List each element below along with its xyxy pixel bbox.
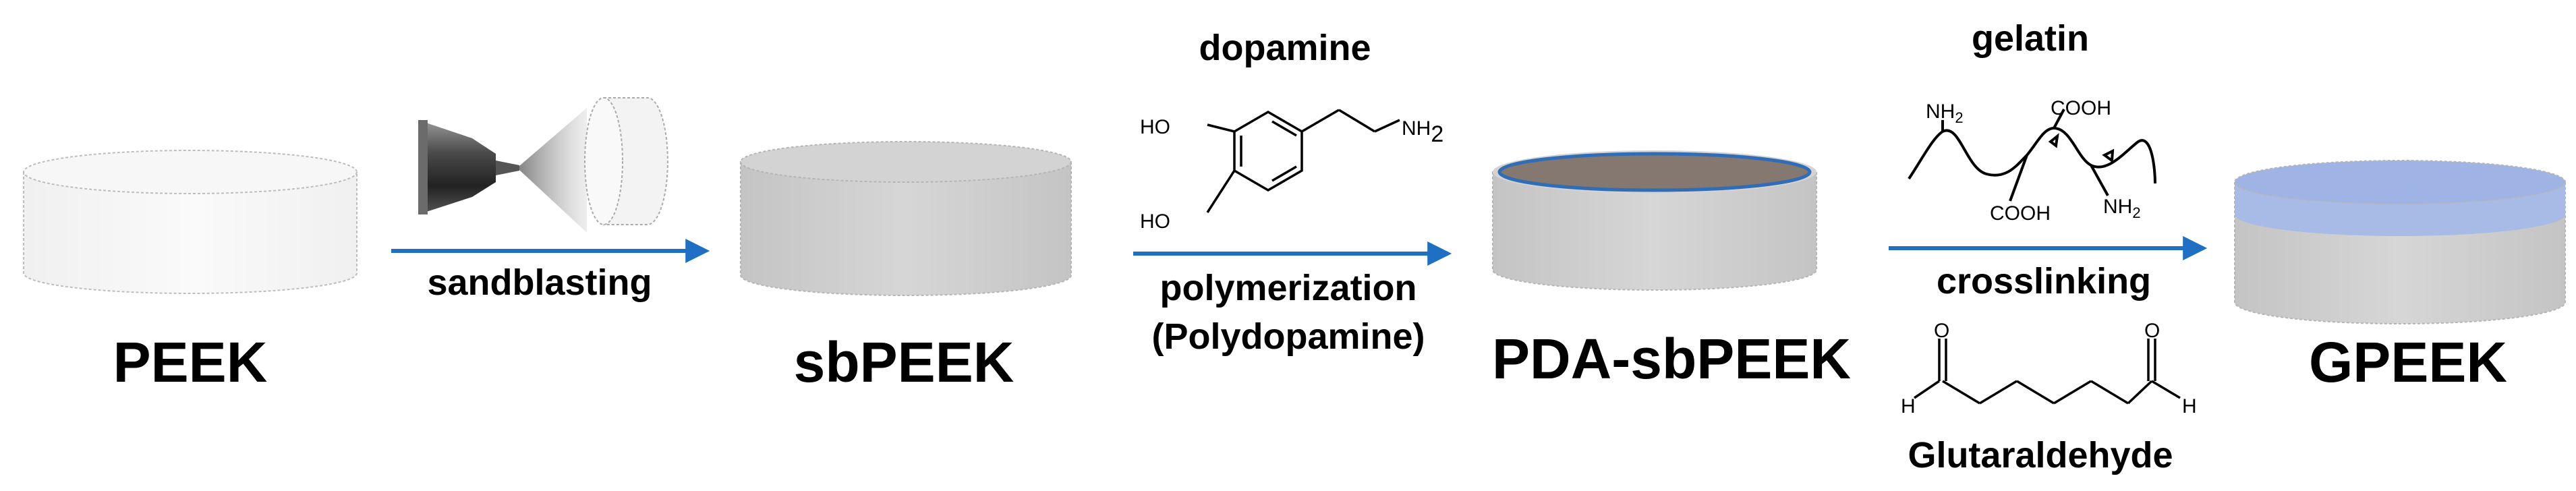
label-gelatin: gelatin [1971,18,2090,59]
gelatin-cooh-top: COOH [2051,97,2111,119]
label-pda-sbpeek: PDA-sbPEEK [1491,327,1852,391]
dopamine-nh2: NH2 [1402,117,1443,147]
label-dopamine: dopamine [1199,28,1371,68]
label-gpeek: GPEEK [2308,330,2508,394]
dopamine-nh: NH [1402,117,1431,140]
glutaraldehyde-o-right: O [2144,320,2160,342]
gelatin-nh-top-sub: 2 [1955,109,1963,126]
gelatin-nh-bottom-sub: 2 [2132,204,2140,221]
gelatin-nh2-top: NH2 [1926,100,1964,126]
pda-sbpeek-disc [1492,150,1817,291]
label-peek: PEEK [113,330,268,394]
dopamine-structure [1206,109,1400,213]
sbpeek-disc [740,141,1072,296]
dopamine-ho-top: HO [1140,116,1170,138]
target-disc-icon [584,97,668,225]
gelatin-nh-bottom: NH [2103,196,2132,218]
gelatin-cooh-bottom: COOH [1990,202,2051,225]
sandblaster-icon [418,108,587,233]
label-glutaraldehyde: Glutaraldehyde [1908,435,2173,475]
label-polymerization: polymerization [1160,268,1417,308]
label-sandblasting: sandblasting [427,262,652,303]
dopamine-ho-bottom: HO [1140,210,1170,233]
glutaraldehyde-structure [1914,339,2181,405]
gelatin-nh2-bottom: NH2 [2103,196,2141,221]
label-crosslinking: crosslinking [1936,261,2152,301]
glutaraldehyde-h-left: H [1901,395,1916,417]
gpeek-disc [2234,160,2566,324]
glutaraldehyde-h-right: H [2182,395,2197,417]
label-polydopamine: (Polydopamine) [1151,316,1425,357]
label-sbpeek: sbPEEK [793,330,1014,394]
glutaraldehyde-o-left: O [1934,320,1949,342]
gelatin-nh-top: NH [1926,100,1955,123]
peek-disc [23,150,357,294]
dopamine-nh-sub: 2 [1431,121,1443,147]
gelatin-structure [1908,109,2156,202]
